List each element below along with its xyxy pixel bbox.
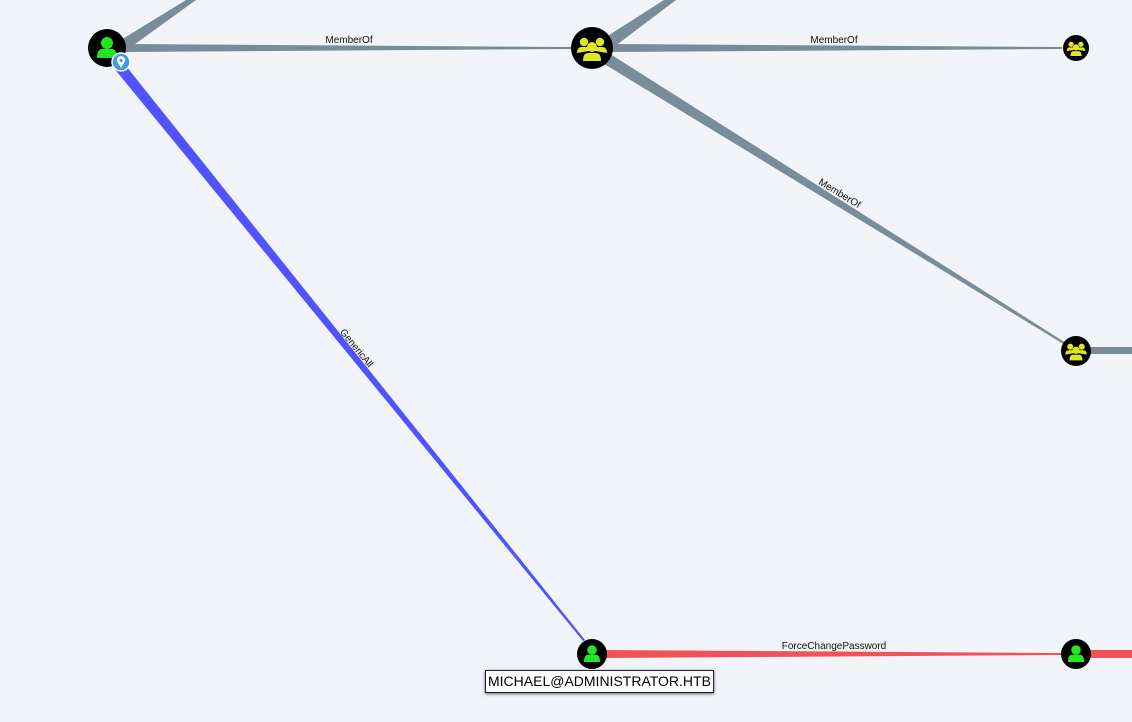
edge-stub-bottom-right: [1088, 650, 1132, 658]
edge-stub-mid-right: [1088, 347, 1132, 354]
node-user-bottom-right[interactable]: [1061, 639, 1091, 669]
node-label-michael: MICHAEL@ADMINISTRATOR.HTB: [485, 670, 714, 693]
node-group-mid-right[interactable]: [1061, 336, 1091, 366]
node-group-main[interactable]: [571, 27, 613, 69]
edge-stub-top-center: [598, 0, 676, 53]
node-group-top-right[interactable]: [1063, 35, 1089, 61]
edge-forcechangepassword[interactable]: [606, 650, 1062, 658]
owned-pin-icon: [111, 52, 131, 72]
edge-stub-top-left: [116, 0, 196, 52]
edge-genericall[interactable]: [113, 61, 585, 641]
edge-memberof-3[interactable]: [601, 52, 1066, 345]
edge-memberof-2[interactable]: [608, 44, 1062, 52]
node-user-michael[interactable]: [577, 639, 607, 669]
edge-label-memberof-1: MemberOf: [325, 35, 372, 46]
edge-label-forcechangepassword: ForceChangePassword: [782, 641, 887, 652]
edge-memberof-1[interactable]: [120, 44, 572, 52]
edge-label-memberof-2: MemberOf: [810, 35, 857, 46]
node-user-owned[interactable]: [88, 29, 131, 72]
